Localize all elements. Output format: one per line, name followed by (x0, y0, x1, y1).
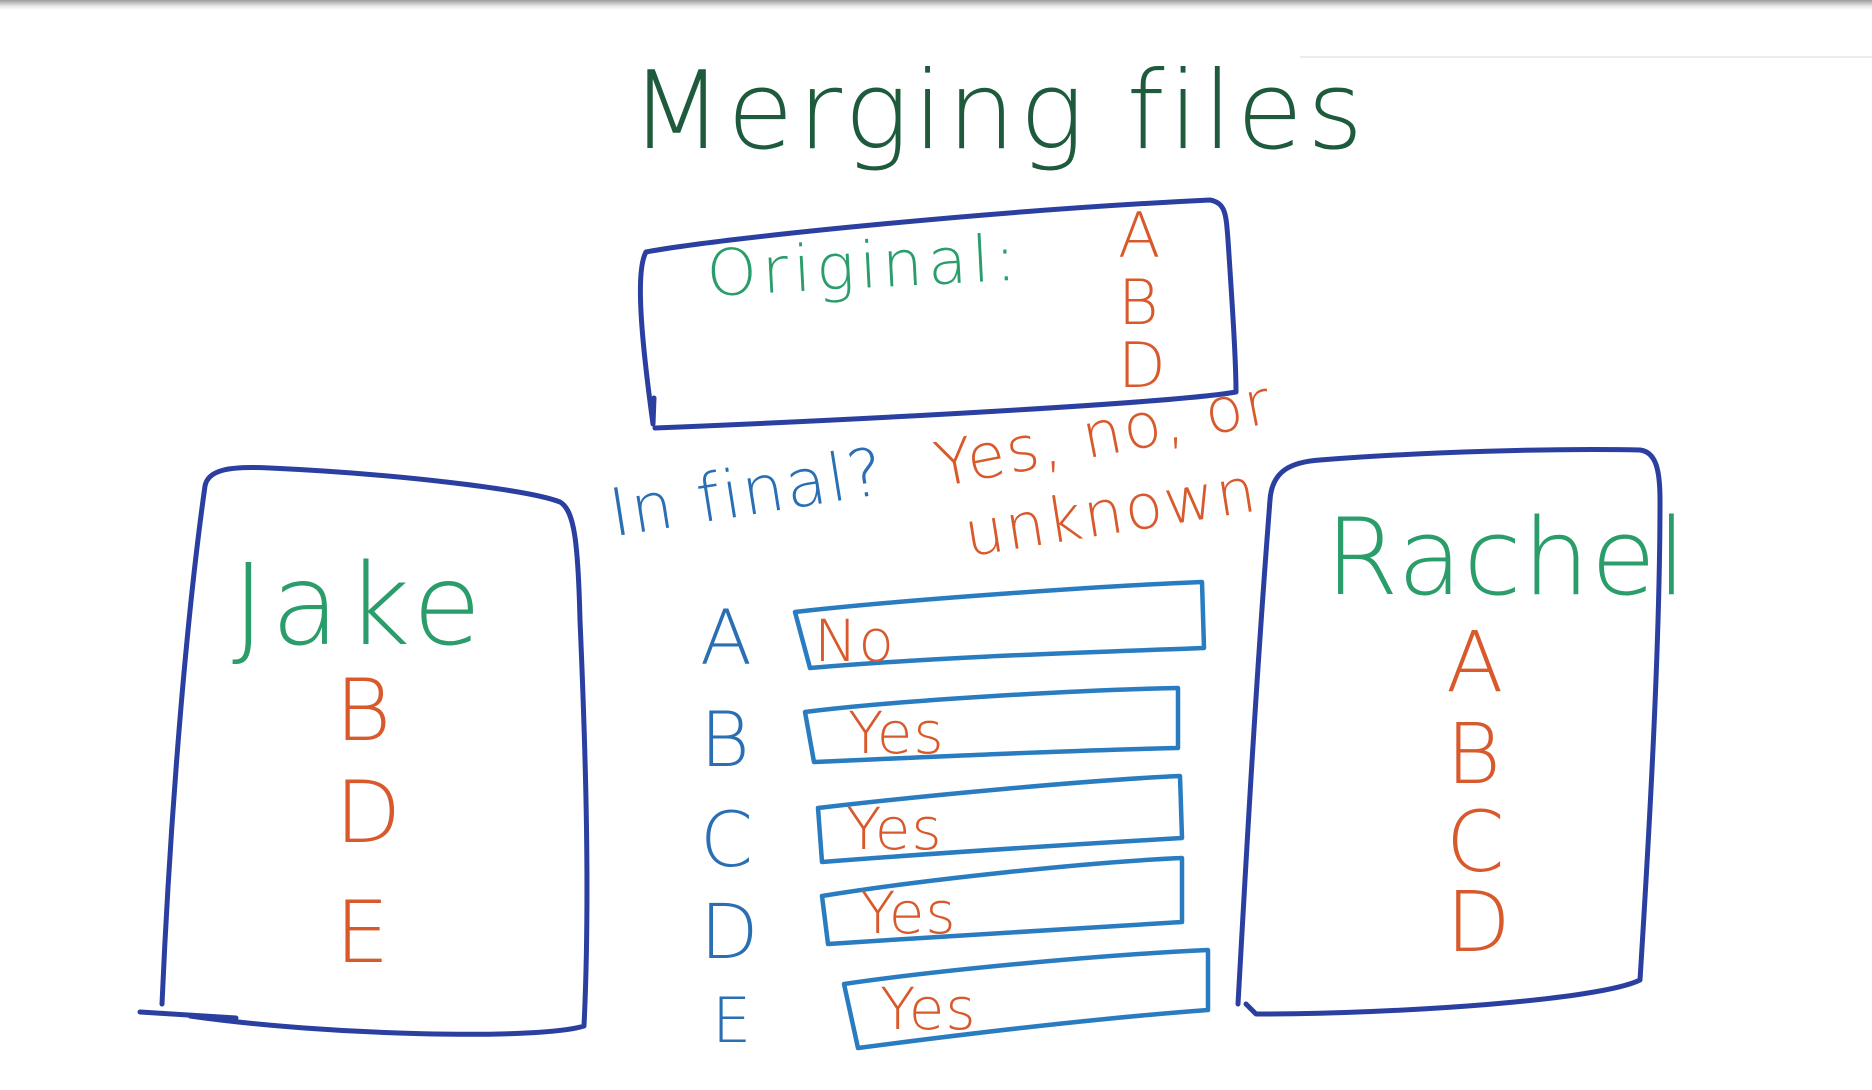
rachel-letter-b: B (1446, 705, 1502, 803)
original-box (637, 197, 1239, 431)
row-letter-b: B (700, 695, 750, 784)
jake-letter-e: E (335, 883, 390, 983)
rachel-letter-c: C (1446, 793, 1505, 891)
jake-name: Jake (232, 541, 488, 671)
top-divider-line (1300, 56, 1872, 58)
rachel-letter-d: D (1446, 873, 1511, 971)
row-letter-c: C (700, 795, 754, 884)
original-label: Original: (704, 221, 1023, 312)
original-letter-a: A (1118, 199, 1161, 272)
row-answer-b: Yes (848, 699, 945, 767)
row-box-d (819, 855, 1185, 947)
row-box-b (802, 685, 1181, 765)
row-answer-d: Yes (860, 879, 957, 947)
rachel-box (1235, 446, 1663, 1017)
rachel-letter-a: A (1446, 613, 1504, 711)
jake-letter-b: B (335, 661, 392, 761)
row-box-e (841, 947, 1211, 1051)
row-letter-e: E (712, 984, 752, 1057)
row-answer-e: Yes (880, 975, 977, 1043)
jake-box (137, 465, 590, 1037)
rachel-name: Rachel (1325, 496, 1688, 619)
row-letter-d: D (700, 887, 759, 976)
diagram-title: Merging files (630, 49, 1368, 174)
row-letter-a: A (700, 593, 752, 682)
top-edge-shadow (0, 0, 1872, 10)
row-box-a (792, 579, 1207, 671)
original-letter-d: D (1118, 329, 1166, 402)
row-box-c (815, 773, 1185, 865)
jake-letter-d: D (335, 763, 402, 863)
original-letter-b: B (1118, 266, 1159, 339)
row-answer-c: Yes (846, 795, 943, 863)
row-answer-a: No (814, 607, 895, 675)
